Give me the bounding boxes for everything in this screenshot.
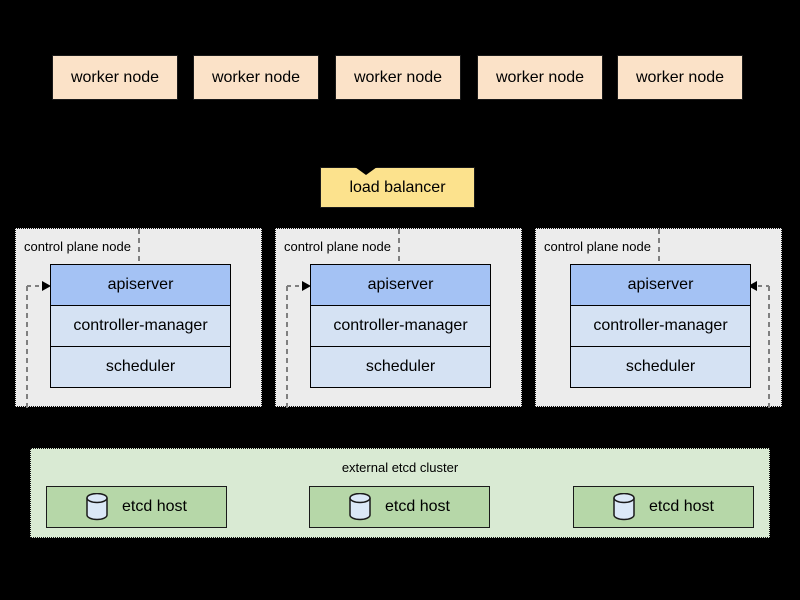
controller-manager-box: controller-manager [50, 305, 231, 347]
apiserver-box: apiserver [570, 264, 751, 306]
control-plane-node-panel: control plane node apiserver controller-… [275, 228, 522, 408]
arrowhead-right-icon [42, 281, 51, 291]
controller-manager-box: controller-manager [570, 305, 751, 347]
control-plane-components: apiserver controller-manager scheduler [50, 264, 231, 388]
arrowhead-down-icon [355, 167, 377, 175]
dashed-connector-to-load-balancer [398, 229, 400, 264]
etcd-host-label: etcd host [649, 498, 714, 515]
database-cylinder-icon [86, 493, 108, 521]
worker-node-label: worker node [635, 68, 725, 86]
scheduler-label: scheduler [625, 358, 696, 375]
database-cylinder-icon [613, 493, 635, 521]
external-etcd-cluster-panel: external etcd cluster etcd host etcd hos… [30, 448, 770, 538]
apiserver-box: apiserver [310, 264, 491, 306]
scheduler-box: scheduler [50, 346, 231, 388]
dashed-connector-to-etcd [286, 286, 288, 408]
etcd-cluster-label: external etcd cluster [341, 460, 459, 475]
apiserver-label: apiserver [367, 276, 434, 293]
worker-node-label: worker node [70, 68, 160, 86]
etcd-host-box: etcd host [573, 486, 754, 528]
scheduler-label: scheduler [105, 358, 176, 375]
dashed-connector-to-etcd [768, 286, 770, 408]
scheduler-box: scheduler [310, 346, 491, 388]
dashed-connector-to-load-balancer [138, 229, 140, 264]
control-plane-node-panel: control plane node apiserver controller-… [15, 228, 262, 408]
control-plane-components: apiserver controller-manager scheduler [310, 264, 491, 388]
etcd-host-box: etcd host [46, 486, 227, 528]
control-plane-node-label: control plane node [24, 239, 131, 254]
apiserver-label: apiserver [107, 276, 174, 293]
control-plane-components: apiserver controller-manager scheduler [570, 264, 751, 388]
dashed-connector-segment [27, 285, 44, 287]
apiserver-label: apiserver [627, 276, 694, 293]
controller-manager-box: controller-manager [310, 305, 491, 347]
controller-manager-label: controller-manager [593, 317, 728, 334]
control-plane-node-label: control plane node [284, 239, 391, 254]
controller-manager-label: controller-manager [73, 317, 208, 334]
etcd-host-box: etcd host [309, 486, 490, 528]
arrowhead-left-icon [748, 281, 757, 291]
load-balancer-box: load balancer [320, 167, 475, 208]
worker-node-box: worker node [335, 55, 461, 100]
worker-node-box: worker node [477, 55, 603, 100]
controller-manager-label: controller-manager [333, 317, 468, 334]
load-balancer-label: load balancer [349, 178, 446, 196]
apiserver-box: apiserver [50, 264, 231, 306]
control-plane-node-label: control plane node [544, 239, 651, 254]
worker-node-label: worker node [353, 68, 443, 86]
etcd-host-label: etcd host [122, 498, 187, 515]
worker-node-box: worker node [52, 55, 178, 100]
etcd-host-label: etcd host [385, 498, 450, 515]
worker-node-box: worker node [193, 55, 319, 100]
worker-node-label: worker node [211, 68, 301, 86]
arrowhead-right-icon [302, 281, 311, 291]
control-plane-node-panel: control plane node apiserver controller-… [535, 228, 782, 408]
scheduler-label: scheduler [365, 358, 436, 375]
scheduler-box: scheduler [570, 346, 751, 388]
dashed-connector-to-etcd [26, 286, 28, 408]
dashed-connector-to-load-balancer [658, 229, 660, 264]
worker-node-label: worker node [495, 68, 585, 86]
dashed-connector-segment [287, 285, 304, 287]
worker-node-box: worker node [617, 55, 743, 100]
dashed-connector-segment [758, 285, 769, 287]
database-cylinder-icon [349, 493, 371, 521]
